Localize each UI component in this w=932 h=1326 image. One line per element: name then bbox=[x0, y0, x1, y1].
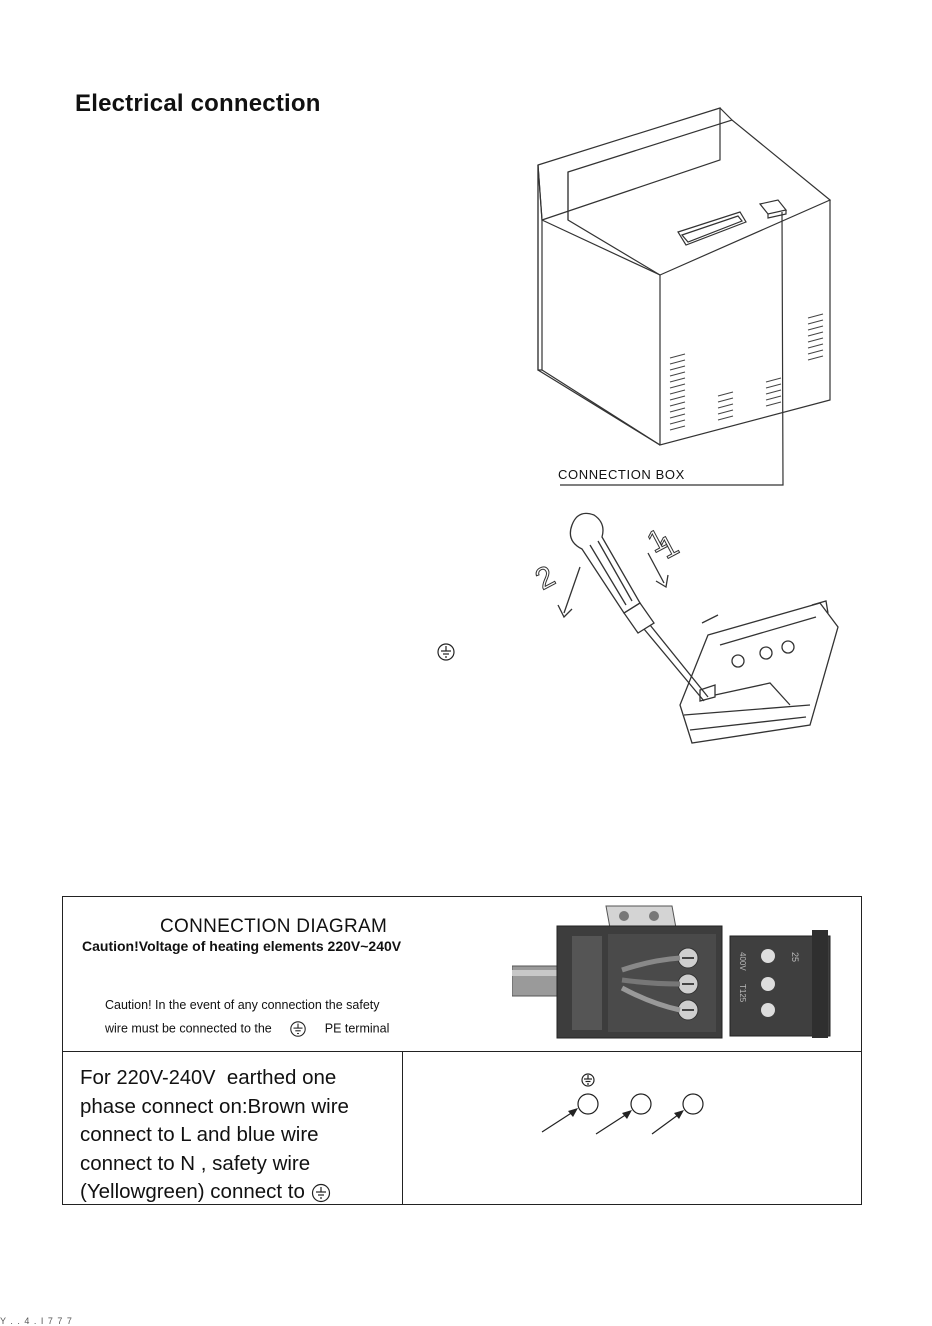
rating-label-3: 25 bbox=[790, 952, 800, 962]
rating-label-1: 400V bbox=[738, 952, 747, 971]
screwdriver-illustration: 2 1 1 bbox=[530, 512, 839, 744]
terminal-pe bbox=[577, 1093, 599, 1115]
diagram-divider-horizontal bbox=[62, 1051, 862, 1052]
connection-box-label: CONNECTION BOX bbox=[558, 467, 685, 482]
oven-illustration bbox=[537, 107, 832, 486]
diagram-divider-vertical bbox=[402, 1051, 403, 1205]
vent-group-2 bbox=[717, 391, 734, 421]
caution-note-line1: Caution! In the event of any connection … bbox=[105, 998, 380, 1012]
terminal-n bbox=[630, 1093, 652, 1115]
terminal-block-illustration: 400V T125 25 bbox=[512, 905, 831, 1039]
vent-group-3 bbox=[765, 377, 782, 407]
step-2-label: 2 bbox=[530, 560, 560, 597]
ground-icon bbox=[581, 1073, 595, 1087]
ground-icon bbox=[437, 643, 455, 661]
instruction-line-4: connect to N , safety wire bbox=[80, 1151, 311, 1175]
instruction-line-2: phase connect on:Brown wire bbox=[80, 1094, 349, 1118]
caution-note-line2-pre: wire must be connected to the bbox=[105, 1021, 272, 1036]
caution-note-line2: wire must be connected to the PE termina… bbox=[105, 1020, 389, 1038]
ground-icon bbox=[311, 1183, 330, 1202]
terminal-schematic bbox=[541, 1073, 704, 1135]
page-title: Electrical connection bbox=[75, 90, 321, 117]
voltage-caution-heading: Caution!Voltage of heating elements 220V… bbox=[82, 938, 402, 954]
caution-note-line2-post: PE terminal bbox=[324, 1021, 390, 1036]
wiring-instructions: For 220V-240V earthed one phase connect … bbox=[80, 1064, 400, 1207]
connection-diagram-box bbox=[62, 896, 862, 1205]
vent-group-1 bbox=[669, 353, 686, 431]
footer-fragment: Y . . 4 . I 7 7 7 bbox=[0, 1316, 73, 1326]
instruction-line-5: (Yellowgreen) connect to bbox=[80, 1178, 400, 1207]
rating-label-2: T125 bbox=[738, 984, 747, 1003]
vent-group-4 bbox=[807, 313, 824, 361]
terminal-l bbox=[682, 1093, 704, 1115]
ground-icon bbox=[290, 1021, 306, 1037]
instruction-line-1: For 220V-240V earthed one bbox=[80, 1066, 337, 1089]
connection-diagram-title: CONNECTION DIAGRAM bbox=[160, 916, 388, 937]
instruction-line-3: connect to L and blue wire bbox=[80, 1123, 319, 1146]
